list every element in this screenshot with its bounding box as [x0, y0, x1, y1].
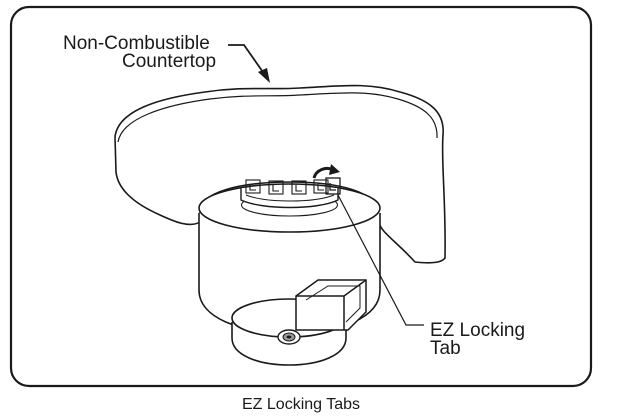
gas-orifice: [277, 329, 301, 345]
rotate-arrow-icon: [312, 164, 340, 179]
gas-inlet-box: [295, 279, 367, 331]
locking-tab-2: [268, 180, 284, 195]
countertop-thickness-line: [117, 92, 438, 143]
locking-tab-3: [291, 180, 307, 195]
ez-tab-leader-line: [337, 194, 424, 326]
locking-tab-collar-inner: [245, 194, 335, 202]
diagram-frame: [9, 5, 593, 388]
ez-tab-label-line2: Tab: [430, 338, 461, 359]
diagram-caption: EZ Locking Tabs: [242, 396, 360, 413]
countertop-label-line1: Non-Combustible: [63, 33, 210, 54]
ez-tab-label-line1: EZ Locking: [430, 320, 525, 341]
locking-tab-ez: [325, 177, 341, 195]
locking-tab-1: [245, 179, 261, 194]
locking-tab-4: [313, 179, 329, 194]
countertop-label-line2: Countertop: [122, 51, 216, 72]
countertop-leader-line: [228, 44, 270, 83]
